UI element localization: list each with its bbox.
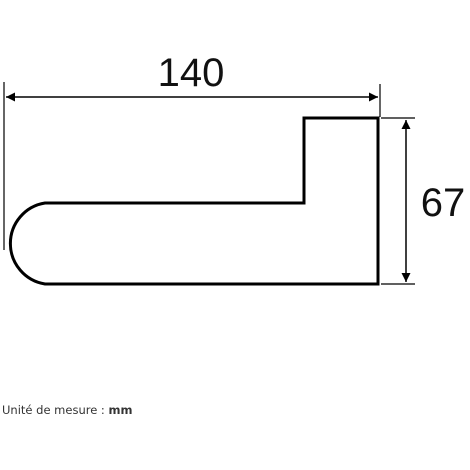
- handle-outline: [8, 116, 380, 286]
- unit-note: Unité de mesure : mm: [2, 403, 132, 417]
- height-dimension-label: 67: [421, 181, 466, 225]
- width-dimension-label: 140: [158, 51, 225, 95]
- unit-note-value: mm: [108, 403, 133, 417]
- unit-note-label: Unité de mesure :: [2, 403, 105, 417]
